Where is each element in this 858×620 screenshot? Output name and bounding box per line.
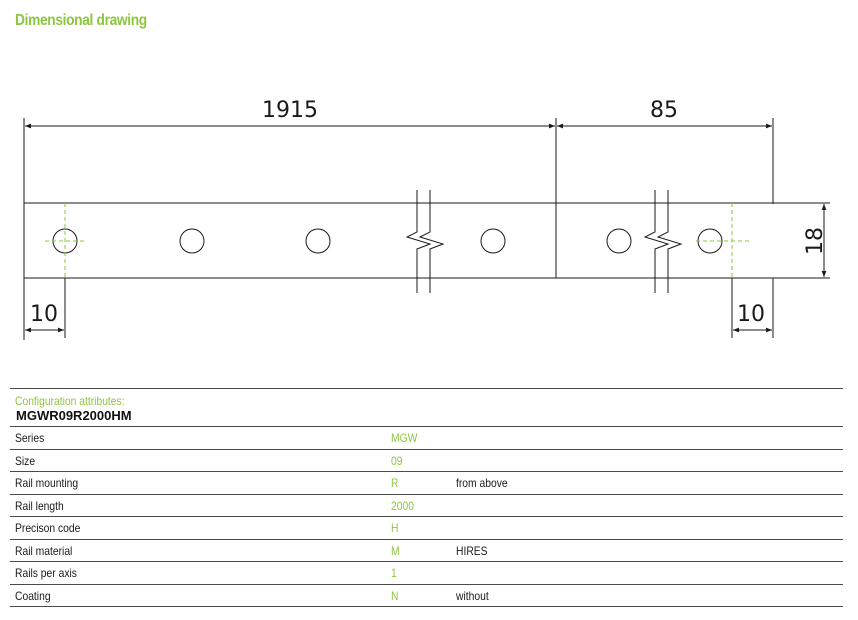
attribute-value: R — [391, 476, 399, 490]
attribute-label: Rail length — [15, 498, 64, 513]
table-row: Rail length 2000 — [10, 495, 843, 517]
configuration-code: MGWR09R2000HM — [16, 408, 132, 423]
attribute-description: from above — [456, 476, 508, 490]
dimension-label-10-left: 10 — [30, 302, 58, 327]
table-row: Rail mounting R from above — [10, 472, 843, 495]
table-row: Coating N without — [10, 585, 843, 607]
table-row: Rails per axis 1 — [10, 562, 843, 585]
mounting-hole — [305, 228, 331, 254]
attribute-value: M — [391, 543, 400, 558]
attribute-label: Rail material — [15, 543, 73, 558]
attribute-label: Coating — [15, 588, 51, 603]
break-symbol-left — [405, 190, 445, 293]
attribute-description: without — [456, 588, 489, 603]
mounting-hole — [606, 228, 632, 254]
attribute-label: Series — [15, 431, 45, 445]
dimension-label-10-right: 10 — [737, 302, 765, 327]
attribute-label: Size — [15, 453, 36, 468]
attribute-value: 1 — [391, 566, 397, 580]
dimension-label-18: 18 — [803, 227, 828, 255]
configuration-table: Configuration attributes: MGWR09R2000HM … — [10, 388, 843, 607]
mounting-hole — [179, 228, 205, 254]
rail-dimensional-drawing: 1915 85 18 10 10 — [23, 98, 830, 340]
break-symbol-right — [643, 190, 683, 293]
table-row: Precison code H — [10, 517, 843, 540]
configuration-header: Configuration attributes: MGWR09R2000HM — [10, 389, 843, 427]
section-heading: Dimensional drawing — [15, 12, 147, 29]
attribute-value: MGW — [391, 431, 418, 445]
configuration-title: Configuration attributes: — [15, 394, 125, 408]
attribute-value: 09 — [391, 453, 403, 468]
attribute-value: H — [391, 521, 399, 535]
attribute-value: 2000 — [391, 498, 414, 513]
table-row: Rail material M HIRES — [10, 540, 843, 562]
table-row: Series MGW — [10, 427, 843, 450]
attribute-label: Precison code — [15, 521, 81, 535]
dimension-label-85: 85 — [650, 98, 678, 123]
dimension-label-1915: 1915 — [262, 98, 318, 123]
attribute-value: N — [391, 588, 399, 603]
mounting-hole — [480, 228, 506, 254]
attribute-label: Rails per axis — [15, 566, 77, 580]
table-row: Size 09 — [10, 450, 843, 472]
attribute-description: HIRES — [456, 543, 488, 558]
attribute-label: Rail mounting — [15, 476, 79, 490]
